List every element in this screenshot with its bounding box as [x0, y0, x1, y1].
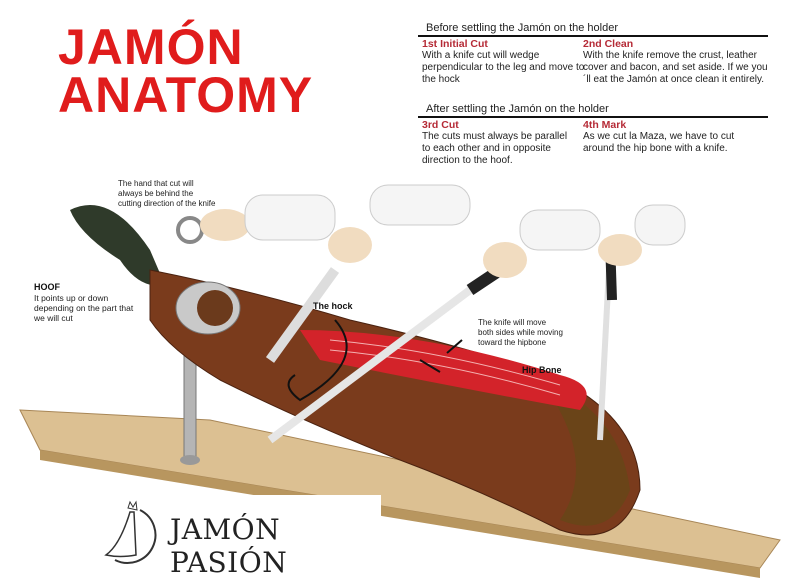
hand-note: The hand that cut will always be behind … [118, 179, 216, 208]
before-heading: Before settling the Jamón on the holder [426, 22, 619, 34]
hip-bone-label: Hip Bone [522, 365, 562, 375]
ham-body [149, 269, 641, 536]
ham-maza [540, 380, 630, 526]
brand-logo: JAMÓN PASIÓN [95, 495, 381, 578]
sleeve [244, 194, 336, 241]
step-text: As we cut la Maza, we have to cut around… [583, 131, 735, 154]
step-4: 4th Mark As we cut la Maza, we have to c… [583, 119, 768, 155]
hock-label: The hock [313, 301, 353, 311]
sleeve [369, 184, 471, 226]
step-1: 1st Initial Cut With a knife cut will we… [422, 38, 592, 86]
ham-illustration [19, 184, 781, 578]
divider [418, 35, 768, 37]
rotation-arrow [287, 319, 348, 402]
step-title: 4th Mark [583, 119, 627, 131]
clamp-opening [197, 290, 233, 326]
step-2: 2nd Clean With the knife remove the crus… [583, 38, 768, 86]
sleeve [634, 204, 686, 246]
meat-vein [329, 339, 561, 386]
title-line-1: JAMÓN [58, 19, 244, 75]
direction-arrow [419, 359, 441, 373]
title-line-2: ANATOMY [58, 67, 314, 123]
sleeve [519, 209, 601, 251]
hand [483, 242, 527, 278]
hoof-note: It points up or down depending on the pa… [34, 293, 134, 323]
holder-base [180, 455, 200, 465]
step-text: With the knife remove the crust, leather… [583, 50, 768, 85]
knife-move-note: The knife will move both sides while mov… [478, 318, 563, 347]
exposed-meat [300, 330, 587, 410]
divider [418, 116, 768, 118]
step-title: 3rd Cut [422, 119, 459, 131]
board-edge [40, 450, 760, 578]
holder-screw-ring [176, 216, 204, 244]
hand [200, 209, 250, 241]
logo-text: JAMÓN PASIÓN [170, 513, 288, 578]
hoof [70, 205, 165, 286]
meat-vein [329, 349, 561, 396]
hoof-title: HOOF [34, 282, 60, 292]
ham-logo-icon [104, 500, 157, 564]
after-heading: After settling the Jamón on the holder [426, 103, 609, 115]
step-text: The cuts must always be parallel to each… [422, 131, 568, 166]
knife-1 [265, 267, 340, 363]
knife-2 [267, 286, 473, 444]
step-title: 2nd Clean [583, 38, 634, 50]
step-3: 3rd Cut The cuts must always be parallel… [422, 119, 577, 167]
hand [598, 234, 642, 266]
step-title: 1st Initial Cut [422, 38, 488, 50]
hand [328, 227, 372, 263]
direction-arrow [446, 339, 463, 354]
step-text: With a knife cut will wedge perpendicula… [422, 50, 585, 85]
